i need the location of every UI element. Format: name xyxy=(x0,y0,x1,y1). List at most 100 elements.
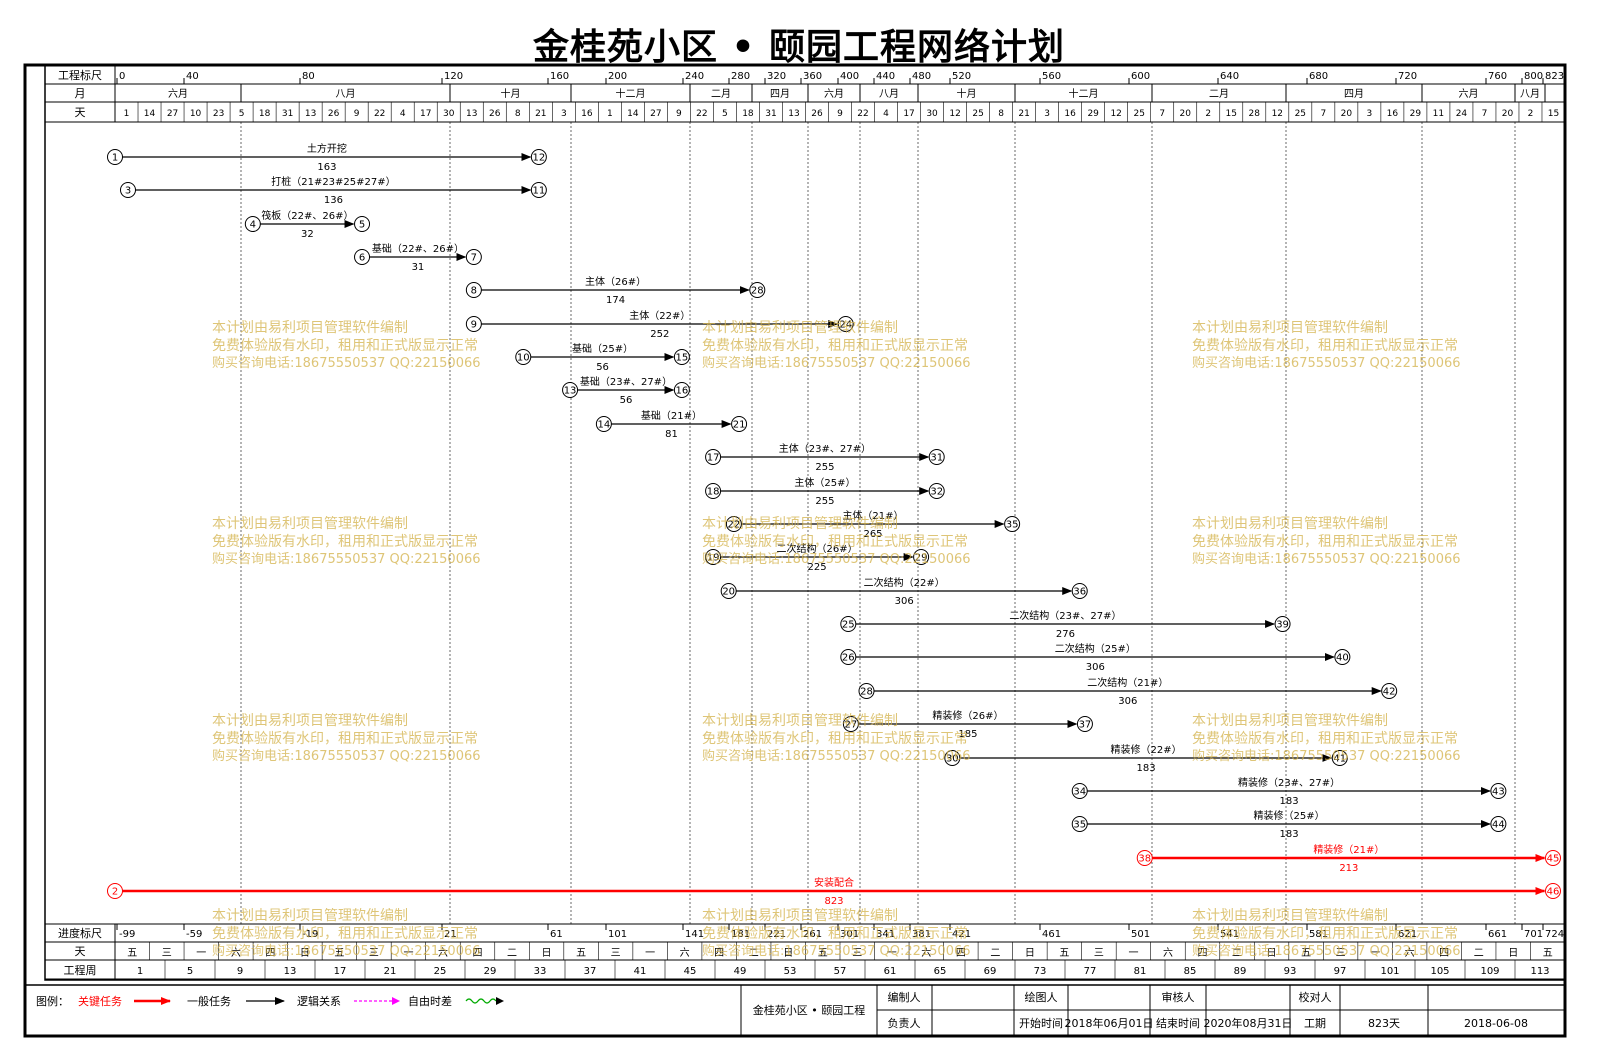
footer-manager: 负责人 xyxy=(888,1016,921,1030)
label-week: 工程周 xyxy=(64,964,97,977)
start-node xyxy=(705,483,722,499)
day-label: 30 xyxy=(926,109,938,119)
top-tick-label: 120 xyxy=(444,71,463,82)
end-node xyxy=(1331,750,1348,766)
legend-critical: 关键任务 xyxy=(78,994,122,1008)
end-node xyxy=(928,483,945,499)
task-duration: 81 xyxy=(665,429,678,440)
bottom-tick-label: 661 xyxy=(1488,929,1507,940)
top-tick-label: 80 xyxy=(302,71,315,82)
watermark-line3: 购买咨询电话:18675550537 QQ:22150066 xyxy=(702,748,971,764)
end-node-label: 45 xyxy=(1547,854,1560,865)
legend-label: 图例： xyxy=(36,994,69,1008)
start-node-label: 2 xyxy=(112,887,118,898)
task-duration: 163 xyxy=(317,162,336,173)
task-duration: 252 xyxy=(650,329,669,340)
end-node xyxy=(1381,683,1398,699)
week-label: 49 xyxy=(734,966,747,977)
top-tick-label: 823 xyxy=(1545,71,1564,82)
weekday-label: 一 xyxy=(1128,948,1138,959)
day-label: 25 xyxy=(1133,109,1144,119)
task-duration: 31 xyxy=(412,262,425,273)
start-node-label: 10 xyxy=(517,353,530,364)
day-label: 27 xyxy=(167,109,178,119)
week-label: 65 xyxy=(934,966,947,977)
task-name: 主体（23#、27#） xyxy=(779,443,871,455)
end-node-label: 28 xyxy=(751,286,764,297)
day-label: 12 xyxy=(1110,109,1121,119)
month-label: 四月 xyxy=(1344,88,1364,100)
start-node xyxy=(705,449,722,465)
day-label: 17 xyxy=(420,109,431,119)
watermark-line3: 购买咨询电话:18675550537 QQ:22150066 xyxy=(212,748,481,764)
weekday-label: 日 xyxy=(542,948,552,959)
day-label: 22 xyxy=(696,109,707,119)
weekday-label: 三 xyxy=(1336,948,1346,959)
start-node xyxy=(720,583,737,599)
watermark-line3: 购买咨询电话:18675550537 QQ:22150066 xyxy=(702,943,971,959)
week-label: 5 xyxy=(187,966,193,977)
weekday-label: 六 xyxy=(921,947,931,959)
footer-project: 金桂苑小区 • 颐园工程 xyxy=(753,1003,865,1017)
top-tick-label: 680 xyxy=(1309,71,1328,82)
watermark-line2: 免费体验版有水印，租用和正式版显示正常 xyxy=(1192,731,1458,747)
day-label: 11 xyxy=(1433,109,1444,119)
end-node-label: 42 xyxy=(1383,687,1396,698)
start-node xyxy=(840,649,857,665)
watermark-line3: 购买咨询电话:18675550537 QQ:22150066 xyxy=(702,355,971,371)
watermark-line1: 本计划由易利项目管理软件编制 xyxy=(1192,516,1388,532)
bottom-tick-label: -99 xyxy=(119,929,135,940)
task-name: 精装修（22#） xyxy=(1110,743,1181,756)
day-label: 16 xyxy=(581,109,593,119)
bottom-tick-label: 581 xyxy=(1309,929,1328,940)
watermark-line2: 免费体验版有水印，租用和正式版显示正常 xyxy=(1192,534,1458,550)
watermark-block: 本计划由易利项目管理软件编制免费体验版有水印，租用和正式版显示正常购买咨询电话:… xyxy=(212,713,481,764)
task-name: 主体（21#） xyxy=(842,510,903,522)
task-name: 打桩（21#23#25#27#） xyxy=(271,175,395,188)
watermark-block: 本计划由易利项目管理软件编制免费体验版有水印，租用和正式版显示正常购买咨询电话:… xyxy=(212,320,481,371)
task-name: 二次结构（22#） xyxy=(864,576,945,589)
top-tick-label: 360 xyxy=(803,71,822,82)
end-node xyxy=(731,416,748,432)
bottom-tick-label: 381 xyxy=(912,929,931,940)
month-label: 六月 xyxy=(168,88,188,100)
watermark-line1: 本计划由易利项目管理软件编制 xyxy=(1192,908,1388,924)
start-node-label: 20 xyxy=(722,587,735,598)
bottom-tick-label: 181 xyxy=(731,929,750,940)
task-name: 基础（21#） xyxy=(641,409,702,422)
footer-duration-label: 工期 xyxy=(1304,1017,1326,1030)
day-label: 7 xyxy=(1159,109,1165,119)
end-node-label: 35 xyxy=(1006,520,1019,531)
end-node-label: 16 xyxy=(676,386,689,397)
watermark-line1: 本计划由易利项目管理软件编制 xyxy=(212,713,408,729)
start-node xyxy=(1071,783,1088,799)
day-label: 16 xyxy=(1064,109,1076,119)
day-label: 21 xyxy=(535,109,546,119)
end-node-label: 29 xyxy=(915,553,928,564)
start-node-label: 28 xyxy=(860,687,873,698)
top-tick-label: 640 xyxy=(1220,71,1239,82)
task-duration: 306 xyxy=(895,596,914,607)
end-node xyxy=(837,316,854,332)
watermark-line2: 免费体验版有水印，租用和正式版显示正常 xyxy=(702,926,968,942)
task-duration: 255 xyxy=(815,462,834,473)
day-label: 2 xyxy=(1205,109,1211,119)
footer-checker: 校对人 xyxy=(1299,990,1332,1004)
end-node-label: 39 xyxy=(1276,620,1289,631)
bottom-tick-label: 341 xyxy=(876,929,895,940)
start-node-label: 18 xyxy=(707,487,720,498)
weekday-label: 日 xyxy=(1267,948,1277,959)
bottom-tick-label: 501 xyxy=(1131,929,1150,940)
watermark-line2: 免费体验版有水印，租用和正式版显示正常 xyxy=(702,731,968,747)
end-node-label: 46 xyxy=(1547,887,1560,898)
task-duration: 225 xyxy=(808,562,827,573)
week-label: 97 xyxy=(1334,966,1347,977)
task-name: 基础（23#、27#） xyxy=(580,375,672,388)
task-name: 主体（22#） xyxy=(629,310,690,322)
watermark-block: 本计划由易利项目管理软件编制免费体验版有水印，租用和正式版显示正常购买咨询电话:… xyxy=(1192,516,1461,567)
day-label: 7 xyxy=(1320,109,1326,119)
weekday-label: 日 xyxy=(783,948,793,959)
weekday-label: 六 xyxy=(438,947,448,959)
week-label: 25 xyxy=(434,966,447,977)
start-node xyxy=(465,282,482,298)
